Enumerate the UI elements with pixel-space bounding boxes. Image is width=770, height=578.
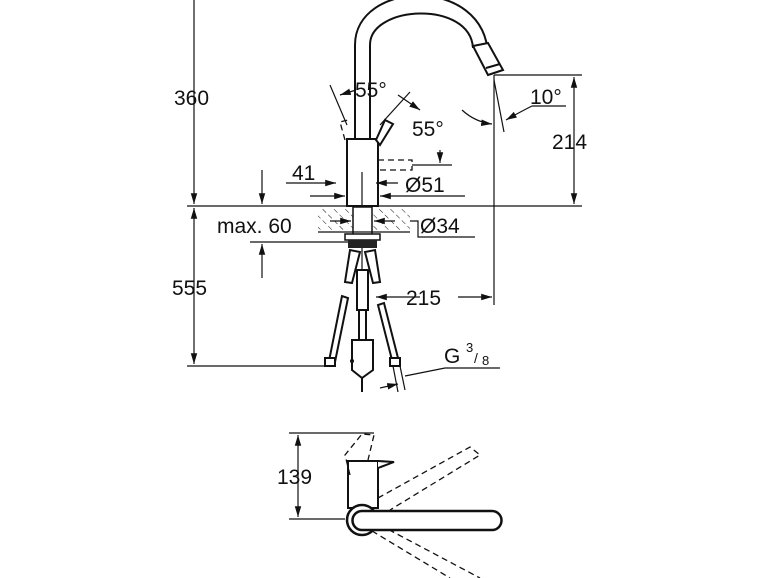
lever-height-label: 139: [277, 466, 312, 489]
spout: [354, 0, 505, 139]
svg-text:/: /: [474, 350, 478, 366]
depth-label: 555: [172, 277, 207, 300]
mounting-assembly: [343, 233, 382, 392]
svg-text:8: 8: [482, 353, 489, 368]
supply-hoses: [324, 294, 406, 393]
spout-tilt-label: 10°: [530, 86, 562, 109]
spout-height-label: 214: [552, 131, 587, 154]
height-label: 360: [174, 87, 209, 110]
shank: [352, 206, 373, 236]
svg-text:3: 3: [466, 340, 473, 355]
lever-angle-forward-label: 55°: [412, 118, 444, 141]
top-view: 139: [277, 432, 503, 578]
lever-handle: [374, 118, 395, 147]
connection-size-label: G 3 / 8: [444, 340, 489, 368]
svg-text:G: G: [444, 345, 460, 368]
body-diameter-label: Ø51: [405, 174, 445, 197]
lever-angle-back-label: 55°: [355, 79, 387, 102]
body-offset-label: 41: [292, 162, 315, 185]
max-counter-thickness-label: max. 60: [217, 215, 292, 238]
hole-diameter-label: Ø34: [420, 215, 460, 238]
spout-reach-label: 215: [406, 287, 441, 310]
